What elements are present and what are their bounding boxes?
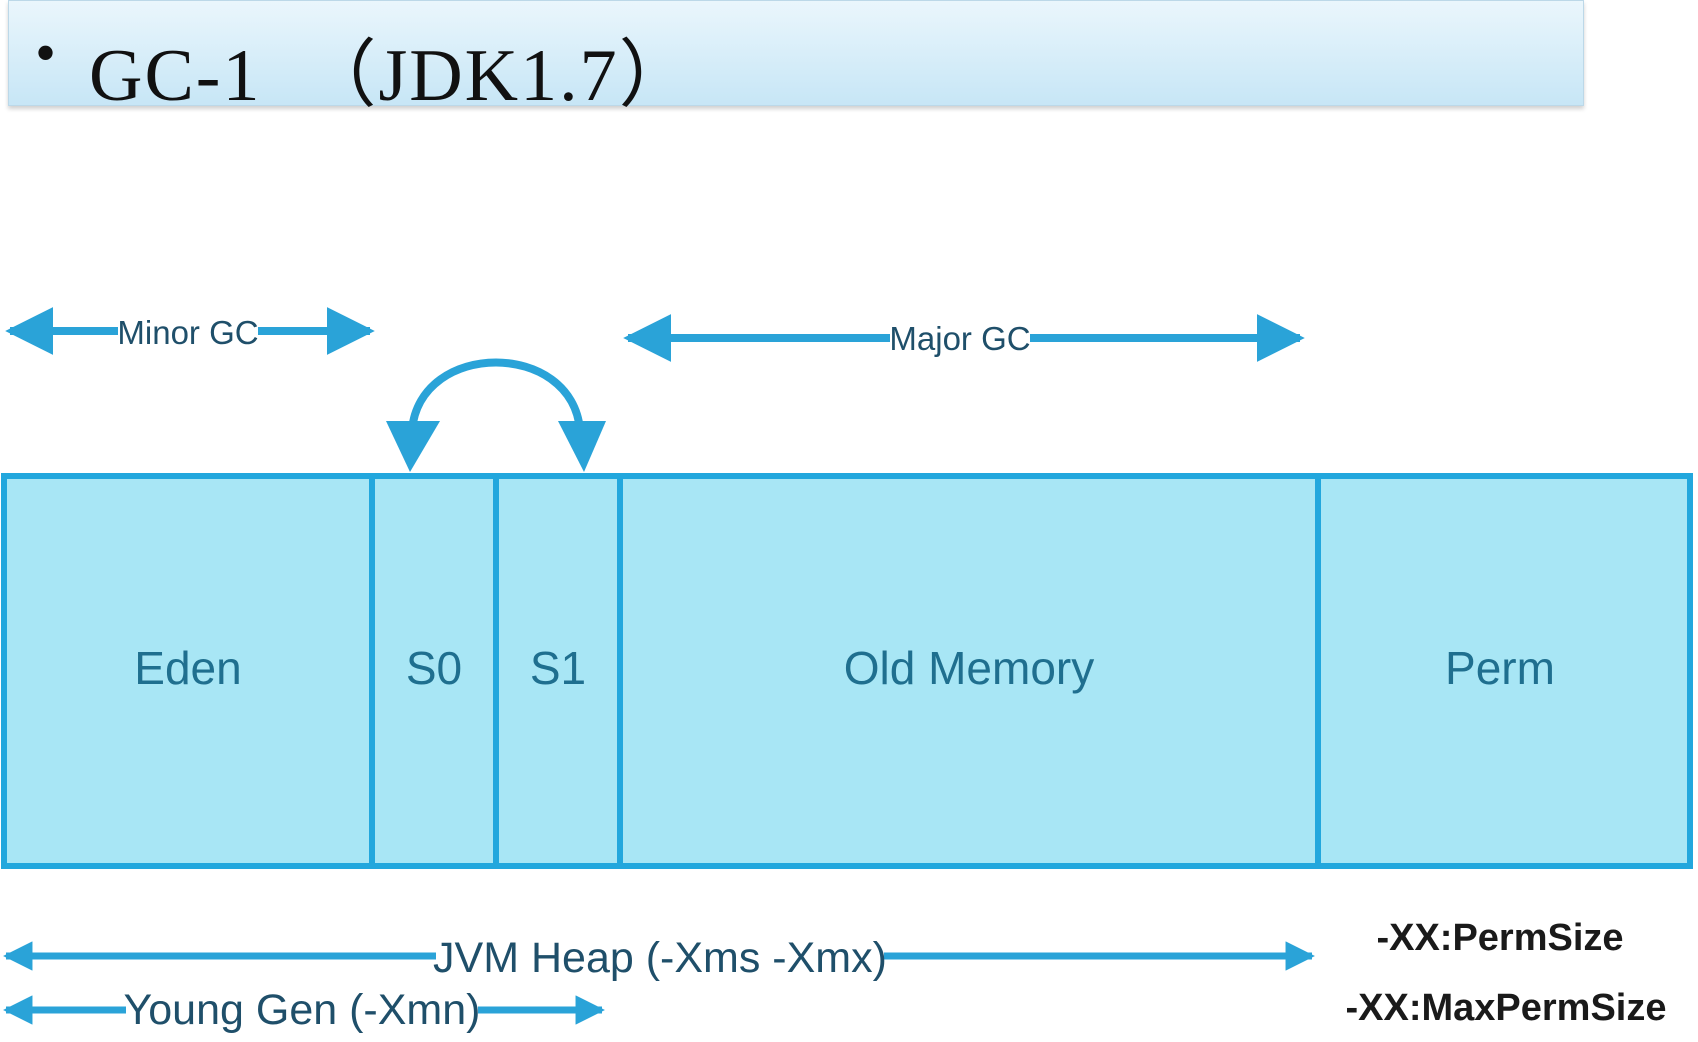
young-gen-label: Young Gen (-Xmn)	[124, 986, 481, 1034]
perm-label: Perm	[1445, 642, 1555, 694]
major-gc-label: Major GC	[889, 320, 1030, 357]
max-perm-size-param: -XX:MaxPermSize	[1345, 987, 1666, 1029]
s0-label: S0	[406, 642, 462, 694]
region-s0	[369, 473, 499, 869]
memory-blocks: Eden S0 S1 Old Memory Perm	[1, 473, 1693, 869]
survivor-swap-arrow	[386, 358, 606, 472]
perm-size-param: -XX:PermSize	[1376, 917, 1623, 959]
old-memory-label: Old Memory	[844, 642, 1094, 694]
jvm-heap-label: JVM Heap (-Xms -Xmx)	[433, 934, 887, 982]
title-bar: • GC-1 （JDK1.7）	[8, 0, 1584, 117]
young-gen-arrow: Young Gen (-Xmn)	[3, 984, 605, 1036]
eden-label: Eden	[134, 642, 241, 694]
region-s1	[493, 473, 623, 869]
region-perm	[1315, 473, 1693, 869]
jvm-heap-arrow: JVM Heap (-Xms -Xmx)	[3, 930, 1315, 982]
s1-label: S1	[530, 642, 586, 694]
minor-gc-label: Minor GC	[117, 314, 258, 351]
title-bullet: •	[35, 20, 57, 86]
page-title: GC-1 （JDK1.7）	[89, 35, 695, 117]
minor-gc-arrow: Minor GC	[5, 307, 375, 355]
major-gc-arrow: Major GC	[623, 314, 1305, 362]
region-eden	[1, 473, 375, 869]
